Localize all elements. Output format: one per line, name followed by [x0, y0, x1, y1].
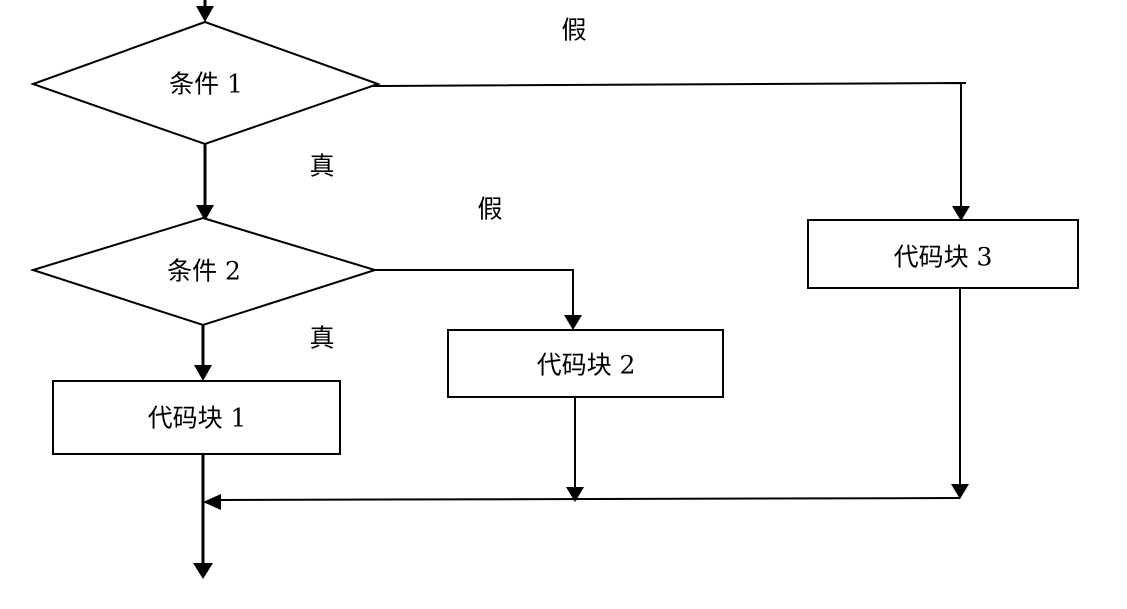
cond1-false-label: 假	[561, 16, 586, 45]
code-block-1-label: 代码块 1	[148, 404, 247, 433]
code-block-3-box	[807, 219, 1079, 289]
cond2-true-label: 真	[309, 324, 334, 353]
merge-line	[217, 497, 961, 501]
cond2-true-arrow	[194, 365, 212, 381]
cond2-false-arrow	[564, 315, 582, 330]
cond1-true-label: 真	[309, 152, 334, 181]
block2-down-arrow	[566, 487, 584, 502]
condition-1-label: 条件 1	[169, 70, 243, 99]
cond1-false-arrow	[952, 206, 970, 221]
code-block-1-box	[52, 380, 341, 455]
entry-arrow	[196, 6, 214, 22]
block3-down-arrow	[951, 484, 969, 499]
cond1-true-arrow	[196, 205, 214, 221]
cond2-false-label: 假	[477, 195, 502, 224]
cond2-false-line	[371, 269, 574, 316]
code-block-2-box	[447, 329, 724, 398]
code-block-2-label: 代码块 2	[537, 351, 636, 380]
exit-arrow	[193, 563, 213, 579]
merge-arrow	[203, 494, 221, 510]
cond1-false-line	[370, 81, 962, 208]
condition-2-label: 条件 2	[167, 257, 241, 286]
code-block-3-label: 代码块 3	[894, 243, 993, 272]
